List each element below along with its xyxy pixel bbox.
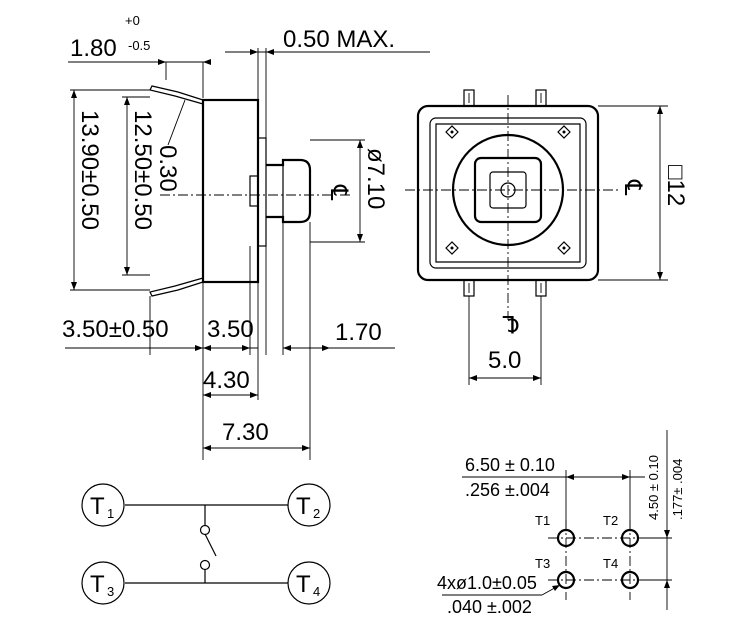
tol-minus: -0.5 bbox=[128, 38, 150, 53]
dim-0-256: .256 ±.004 bbox=[465, 480, 550, 500]
terminals-top bbox=[463, 89, 547, 297]
centerline-symbol-v: ℄ bbox=[619, 179, 646, 196]
svg-text:T1: T1 bbox=[535, 513, 550, 528]
dim-1-80: 1.80 bbox=[70, 35, 117, 62]
svg-text:3: 3 bbox=[107, 584, 114, 599]
dim-4-30: 4.30 bbox=[203, 367, 250, 394]
hole-t3 bbox=[556, 570, 576, 590]
dim-0-177: .177± .004 bbox=[670, 459, 685, 520]
pcb-layout: T1 T2 T3 T4 6.50 ± 0.10 .256 ±.004 4.50 … bbox=[437, 430, 685, 617]
corner-marks bbox=[445, 125, 571, 255]
dim-7-30: 7.30 bbox=[222, 419, 269, 446]
dim-hole-inch: .040 ±.002 bbox=[447, 597, 532, 617]
dim-hole-diameter: 4xø1.0±0.05 bbox=[437, 573, 537, 593]
tol-plus: +0 bbox=[125, 13, 140, 28]
centerline-symbol-side: ℄ bbox=[325, 184, 352, 201]
schematic: T 1 T 2 T 3 T 4 bbox=[81, 483, 331, 605]
dim-6-50: 6.50 ± 0.10 bbox=[465, 455, 555, 475]
lead-top bbox=[149, 85, 204, 105]
svg-text:1: 1 bbox=[107, 506, 114, 521]
terminal-t1: T 1 bbox=[81, 483, 125, 527]
dim-3-50-tol: 3.50±0.50 bbox=[62, 316, 169, 343]
top-view: ℄ ℄ □12 5.0 bbox=[405, 89, 689, 385]
dim-0-50-max: 0.50 MAX. bbox=[283, 26, 395, 53]
switch-contact bbox=[204, 533, 217, 557]
side-view: 1.80 +0 -0.5 0.50 MAX. 13.90±0.50 12.50±… bbox=[62, 13, 430, 460]
dim-1-70: 1.70 bbox=[335, 319, 382, 346]
terminal-t3: T 3 bbox=[81, 561, 125, 605]
svg-text:T: T bbox=[90, 493, 105, 520]
mounting-plate bbox=[257, 137, 267, 247]
dim-diameter-7-10: ø7.10 bbox=[362, 148, 389, 209]
dim-5-0: 5.0 bbox=[488, 347, 521, 374]
dim-0-30: 0.30 bbox=[154, 145, 181, 192]
svg-text:T: T bbox=[90, 571, 105, 598]
dim-4-50: 4.50 ± 0.10 bbox=[646, 455, 661, 520]
terminal-t2: T 2 bbox=[287, 483, 331, 527]
svg-text:T: T bbox=[296, 571, 311, 598]
dim-13-90: 13.90±0.50 bbox=[76, 110, 103, 230]
svg-text:T4: T4 bbox=[603, 556, 618, 571]
svg-text:T: T bbox=[296, 493, 311, 520]
svg-text:2: 2 bbox=[313, 506, 320, 521]
svg-text:T3: T3 bbox=[535, 556, 550, 571]
dim-square-12: □12 bbox=[662, 165, 689, 206]
lead-bottom bbox=[149, 277, 204, 297]
svg-text:4: 4 bbox=[313, 584, 320, 599]
actuator-side bbox=[266, 158, 312, 224]
dim-3-50: 3.50 bbox=[207, 316, 254, 343]
svg-text:T2: T2 bbox=[603, 513, 618, 528]
dim-12-50: 12.50±0.50 bbox=[129, 110, 156, 230]
centerline-symbol-h: ℄ bbox=[502, 310, 519, 337]
terminal-t4: T 4 bbox=[287, 561, 331, 605]
